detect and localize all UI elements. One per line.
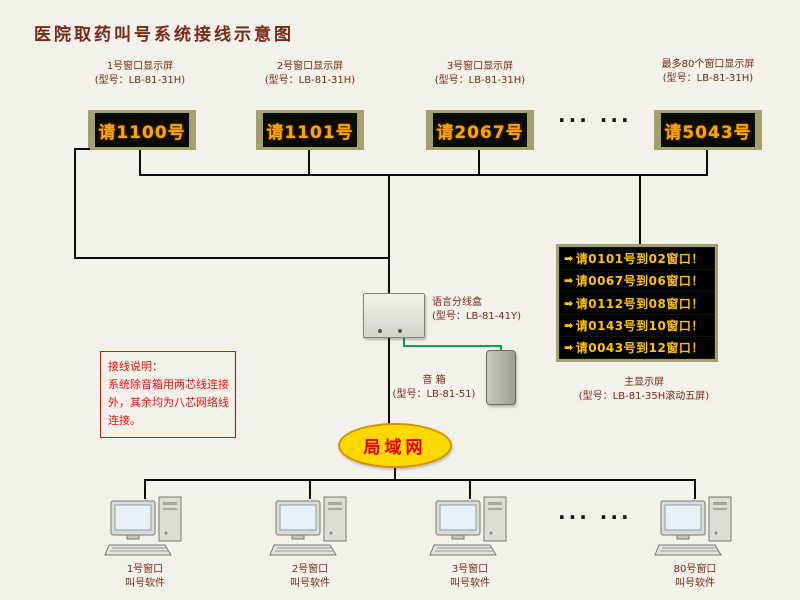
- display-1-label: 1号窗口显示屏 (型号：LB-81-31H): [60, 60, 220, 88]
- computer-3-label-line2: 叫号软件: [450, 578, 490, 589]
- wire-bottom-bus: [144, 479, 696, 481]
- wire-drop-display-4: [706, 150, 708, 176]
- wire-lan-to-bus: [394, 466, 396, 480]
- computer-1-label: 1号窗口 叫号软件: [95, 563, 195, 591]
- display-1-label-model: (型号：LB-81-31H): [94, 75, 186, 86]
- display-1-label-name: 1号窗口显示屏: [106, 61, 174, 72]
- voice-splitter-box: [363, 293, 425, 338]
- led-display-1-text: 请1100号: [98, 122, 186, 143]
- display-2-label: 2号窗口显示屏 (型号：LB-81-31H): [230, 60, 390, 88]
- speaker-box: [486, 350, 516, 405]
- wire-drop-display-2: [308, 150, 310, 176]
- splitter-port: [398, 329, 402, 333]
- arrow-icon: ➡: [564, 252, 574, 266]
- main-display-row-text: 请0101号到02窗口！: [575, 252, 704, 267]
- led-display-4-text: 请5043号: [664, 122, 752, 143]
- speaker-name: 音 箱: [422, 375, 446, 386]
- wiring-note-heading: 接线说明：: [108, 360, 163, 373]
- main-display-row: ➡ 请0112号到08窗口！: [560, 292, 714, 314]
- computer-4-label-line1: 80号窗口: [673, 564, 717, 575]
- led-display-3-text: 请2067号: [436, 122, 524, 143]
- main-display: ➡ 请0101号到02窗口！ ➡ 请0067号到06窗口！ ➡ 请0112号到0…: [556, 244, 718, 362]
- wiring-note-line: 系统除音箱用两芯线连接: [108, 378, 229, 392]
- arrow-icon: ➡: [564, 274, 574, 288]
- display-3-label-model: (型号：LB-81-31H): [434, 75, 526, 86]
- display-2-label-model: (型号：LB-81-31H): [264, 75, 356, 86]
- computer-icon: [268, 495, 352, 561]
- wire-drop-pc-2: [309, 479, 311, 499]
- display-3-label: 3号窗口显示屏 (型号：LB-81-31H): [400, 60, 560, 88]
- arrow-icon: ➡: [564, 318, 574, 332]
- computer-icon: [653, 495, 737, 561]
- splitter-port: [378, 329, 382, 333]
- wire-left-vertical: [74, 148, 76, 259]
- display-4-label-name: 最多80个窗口显示屏: [661, 59, 755, 70]
- main-display-row: ➡ 请0067号到06窗口！: [560, 270, 714, 292]
- main-display-row: ➡ 请0143号到10窗口！: [560, 314, 714, 336]
- display-3-label-name: 3号窗口显示屏: [446, 61, 514, 72]
- wiring-note-line: 外，其余均为八芯网络线: [108, 396, 229, 410]
- wire-top-bus: [139, 174, 708, 176]
- computer-3-label-line1: 3号窗口: [451, 564, 489, 575]
- computer-icon: [103, 495, 187, 561]
- ellipsis-top: ··· ···: [558, 108, 632, 132]
- computer-2-label: 2号窗口 叫号软件: [260, 563, 360, 591]
- splitter-model: (型号：LB-81-41Y): [432, 311, 522, 322]
- wire-drop-display-1: [139, 150, 141, 176]
- wire-bus-to-splitter: [388, 174, 390, 294]
- lan-label: 局域网: [363, 438, 427, 458]
- wire-drop-pc-3: [469, 479, 471, 499]
- main-display-model: (型号：LB-81-35H滚动五屏): [578, 391, 710, 402]
- speaker-wire-segment-3: [500, 345, 502, 353]
- speaker-wire-segment-2: [403, 345, 502, 347]
- splitter-label: 语言分线盒 (型号：LB-81-41Y): [432, 296, 542, 324]
- ellipsis-bottom: ··· ···: [558, 505, 632, 529]
- arrow-icon: ➡: [564, 340, 574, 354]
- lan-ellipse: 局域网: [338, 423, 452, 468]
- computer-2-label-line1: 2号窗口: [291, 564, 329, 575]
- wire-drop-display-3: [478, 150, 480, 176]
- display-4-label: 最多80个窗口显示屏 (型号：LB-81-31H): [628, 58, 788, 86]
- led-display-4: 请5043号: [654, 110, 762, 150]
- wire-left-stub: [74, 148, 90, 150]
- computer-1-label-line1: 1号窗口: [126, 564, 164, 575]
- splitter-name: 语言分线盒: [432, 297, 482, 308]
- page-title: 医院取药叫号系统接线示意图: [34, 25, 294, 45]
- main-display-row-text: 请0112号到08窗口！: [575, 296, 704, 311]
- wire-bus-to-main-display: [639, 174, 641, 245]
- speaker-model: (型号：LB-81-51): [392, 389, 476, 400]
- wiring-note-line: 连接。: [108, 414, 141, 428]
- main-display-row-text: 请0043号到12窗口！: [575, 340, 704, 355]
- wire-left-horizontal: [74, 257, 390, 259]
- main-display-name: 主显示屏: [624, 377, 664, 388]
- computer-1-label-line2: 叫号软件: [125, 578, 165, 589]
- led-display-2: 请1101号: [256, 110, 364, 150]
- wiring-note: 接线说明： 系统除音箱用两芯线连接 外，其余均为八芯网络线 连接。: [100, 351, 236, 438]
- main-display-row-text: 请0143号到10窗口！: [575, 318, 704, 333]
- computer-4-label: 80号窗口 叫号软件: [645, 563, 745, 591]
- led-display-1: 请1100号: [88, 110, 196, 150]
- speaker-label: 音 箱 (型号：LB-81-51): [392, 374, 476, 402]
- main-display-label: 主显示屏 (型号：LB-81-35H滚动五屏): [556, 376, 732, 404]
- arrow-icon: ➡: [564, 296, 574, 310]
- main-display-row-text: 请0067号到06窗口！: [575, 274, 704, 289]
- led-display-3: 请2067号: [426, 110, 534, 150]
- computer-4-label-line2: 叫号软件: [675, 578, 715, 589]
- computer-2-label-line2: 叫号软件: [290, 578, 330, 589]
- wire-splitter-to-lan: [388, 338, 390, 424]
- display-2-label-name: 2号窗口显示屏: [276, 61, 344, 72]
- wire-drop-pc-1: [144, 479, 146, 499]
- main-display-row: ➡ 请0101号到02窗口！: [560, 248, 714, 270]
- speaker-wire-segment-1: [403, 338, 405, 347]
- computer-icon: [428, 495, 512, 561]
- display-4-label-model: (型号：LB-81-31H): [662, 73, 754, 84]
- led-display-2-text: 请1101号: [266, 122, 354, 143]
- computer-3-label: 3号窗口 叫号软件: [420, 563, 520, 591]
- main-display-row: ➡ 请0043号到12窗口！: [560, 336, 714, 359]
- wire-drop-pc-4: [694, 479, 696, 499]
